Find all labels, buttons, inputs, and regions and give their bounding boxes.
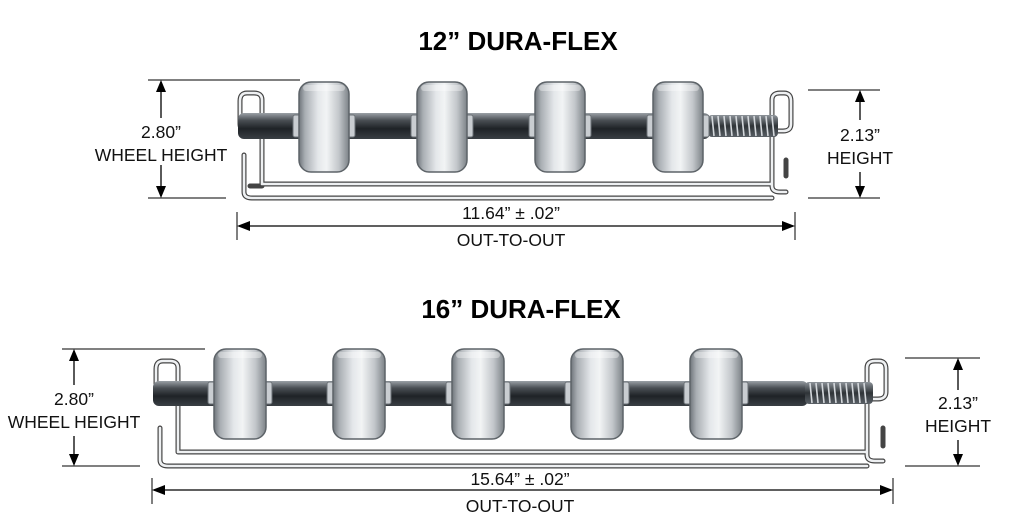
wheel: [451, 348, 505, 440]
length-dimension: 11.64” ± .02” OUT-TO-OUT: [236, 203, 796, 250]
right-height-dimension: 2.13” HEIGHT: [808, 89, 893, 199]
dimension-value: 2.80”: [54, 389, 94, 409]
wheel: [652, 81, 704, 173]
dimension-value: 2.13”: [840, 125, 880, 145]
side-frame: [157, 396, 886, 469]
right-height-dimension: 2.13” HEIGHT: [905, 357, 991, 467]
spring-coil: [863, 382, 867, 404]
spring-coil: [845, 382, 849, 404]
diagram-title: 12” DURA-FLEX: [418, 26, 618, 56]
wheels: [213, 348, 743, 440]
axle: [238, 113, 710, 139]
dimension-value: 2.80”: [141, 122, 181, 142]
spring-coil: [747, 115, 751, 137]
dimension-value: 11.64” ± .02”: [462, 203, 560, 223]
spring-coil: [851, 382, 855, 404]
roller-assembly: [237, 81, 794, 201]
dimension-label: HEIGHT: [925, 416, 991, 436]
spring-coil: [857, 382, 861, 404]
wheel: [416, 81, 468, 173]
dimension-value: 15.64” ± .02”: [470, 469, 569, 489]
spring-coil: [759, 115, 763, 137]
spring-coil: [771, 115, 775, 137]
spring: [805, 382, 873, 404]
wheels: [298, 81, 704, 173]
dimension-label: HEIGHT: [827, 148, 893, 168]
wheel: [298, 81, 350, 173]
length-dimension: 15.64” ± .02” OUT-TO-OUT: [151, 469, 894, 516]
diagram-12-inch: 12” DURA-FLEX 2.8: [95, 26, 894, 250]
left-height-dimension: 2.80” WHEEL HEIGHT: [95, 79, 300, 199]
spring-coil: [711, 115, 715, 137]
spring-coil: [729, 115, 733, 137]
wheel: [332, 348, 386, 440]
wheel: [689, 348, 743, 440]
dimension-value: 2.13”: [938, 393, 978, 413]
wheel: [213, 348, 267, 440]
dimension-label: WHEEL HEIGHT: [95, 145, 228, 165]
spring-coils: [809, 382, 867, 404]
left-height-dimension: 2.80” WHEEL HEIGHT: [8, 348, 205, 467]
spring-coils: [711, 115, 775, 137]
dimension-label: WHEEL HEIGHT: [8, 412, 141, 432]
spring-coil: [809, 382, 813, 404]
spring-coil: [741, 115, 745, 137]
spring-coil: [839, 382, 843, 404]
roller-assembly: [153, 348, 889, 469]
diagram-title: 16” DURA-FLEX: [421, 294, 621, 324]
dimension-label: OUT-TO-OUT: [466, 496, 575, 516]
spring-coil: [753, 115, 757, 137]
spring-coil: [827, 382, 831, 404]
spring-coil: [765, 115, 769, 137]
spring-coil: [717, 115, 721, 137]
spring-coil: [723, 115, 727, 137]
spring-coil: [735, 115, 739, 137]
diagram-16-inch: 16” DURA-FLEX 2.80” WHEEL HEIGHT: [8, 294, 992, 516]
spring-coil: [821, 382, 825, 404]
spring-coil: [833, 382, 837, 404]
wheel: [570, 348, 624, 440]
wheel: [534, 81, 586, 173]
spring-coil: [815, 382, 819, 404]
dimension-label: OUT-TO-OUT: [457, 230, 566, 250]
